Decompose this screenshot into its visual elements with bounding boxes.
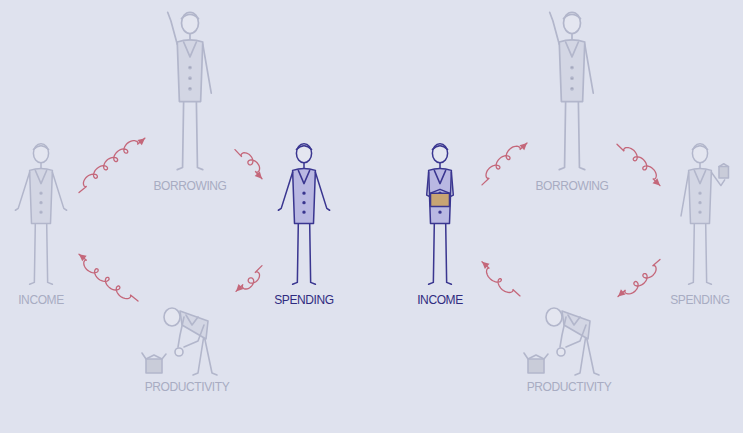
stick-figure <box>145 8 235 176</box>
node-label: BORROWING <box>125 178 255 194</box>
person-figure: PRODUCTIVITY <box>138 285 236 395</box>
arrow-coil <box>79 138 145 193</box>
node-label: SPENDING <box>640 292 743 308</box>
curly-arrow <box>482 143 527 185</box>
arrow-coil <box>617 144 660 185</box>
curly-arrow <box>617 144 660 185</box>
arrow-coil <box>482 262 520 296</box>
curly-arrow <box>482 262 520 296</box>
arrow-coil <box>235 150 262 179</box>
node-label: INCOME <box>0 292 99 308</box>
stick-figure <box>398 140 482 290</box>
stick-figure <box>660 140 740 290</box>
arrow-coil <box>79 254 138 301</box>
arrow-head <box>236 284 243 291</box>
arrow-head <box>137 138 145 145</box>
node-label: INCOME <box>378 292 502 308</box>
arrow-head <box>653 178 660 185</box>
person-figure: INCOME <box>398 140 482 308</box>
person-figure: SPENDING <box>660 140 740 308</box>
curly-arrow <box>79 138 145 193</box>
node-label: BORROWING <box>507 178 637 194</box>
arrow-head <box>482 262 490 269</box>
node-label: PRODUCTIVITY <box>118 379 256 395</box>
arrow-coil <box>482 143 527 185</box>
curly-arrow <box>235 150 262 179</box>
stick-figure <box>520 285 618 377</box>
stick-figure <box>262 140 346 290</box>
arrow-head <box>79 254 87 261</box>
person-figure: BORROWING <box>145 8 235 194</box>
arrow-head <box>618 289 626 296</box>
arrow-coil <box>236 266 262 292</box>
stick-figure <box>527 8 617 176</box>
person-figure: BORROWING <box>527 8 617 194</box>
curly-arrow <box>79 254 138 301</box>
stick-figure <box>3 140 79 290</box>
arrow-coil <box>618 259 660 296</box>
curly-arrow <box>618 259 660 296</box>
curly-arrow <box>236 266 262 292</box>
node-label: PRODUCTIVITY <box>500 379 638 395</box>
person-figure: INCOME <box>3 140 79 308</box>
node-label: SPENDING <box>242 292 366 308</box>
person-figure: SPENDING <box>262 140 346 308</box>
arrow-head <box>255 171 262 179</box>
stick-figure <box>138 285 236 377</box>
person-figure: PRODUCTIVITY <box>520 285 618 395</box>
arrow-head <box>519 143 527 150</box>
